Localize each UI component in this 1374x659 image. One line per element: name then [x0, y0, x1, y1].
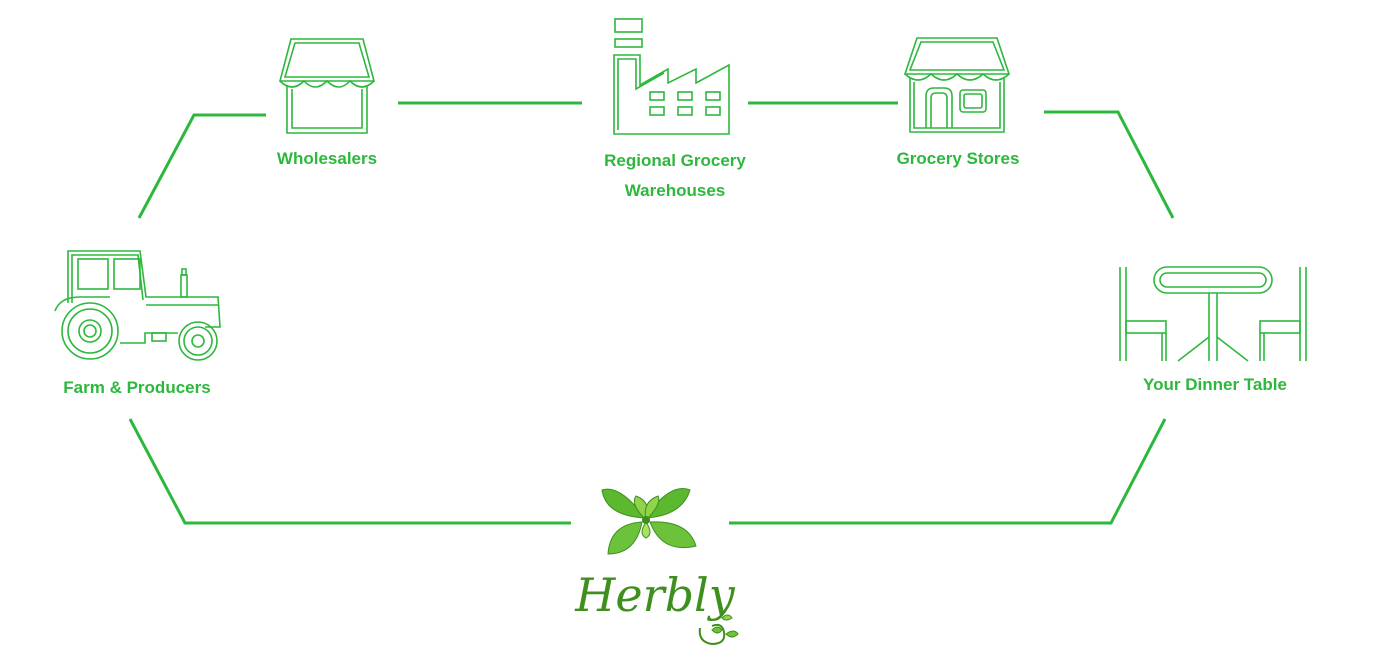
- warehouses-label-line2: Warehouses: [624, 181, 726, 200]
- connector-table-herbly: [729, 418, 1167, 525]
- wholesalers-label: Wholesalers: [276, 149, 378, 168]
- grocery-label: Grocery Stores: [896, 149, 1020, 168]
- table-label: Your Dinner Table: [1143, 375, 1287, 394]
- factory-icon: [613, 18, 730, 135]
- dining-table-icon: [1119, 266, 1307, 362]
- swirl-leaf-icon: [698, 614, 739, 646]
- connector-herbly-farm: [128, 418, 571, 525]
- tractor-icon: [54, 250, 221, 361]
- market-stall-icon: [278, 38, 376, 134]
- mint-leaves-icon: [601, 488, 697, 555]
- storefront-icon: [903, 37, 1011, 133]
- farm-label: Farm & Producers: [63, 378, 211, 397]
- connector-grocery-table: [1044, 110, 1175, 219]
- connector-farm-wholesalers: [137, 113, 266, 219]
- warehouses-label-line1: Regional Grocery: [604, 151, 746, 170]
- brand-name: Herbly: [575, 568, 735, 622]
